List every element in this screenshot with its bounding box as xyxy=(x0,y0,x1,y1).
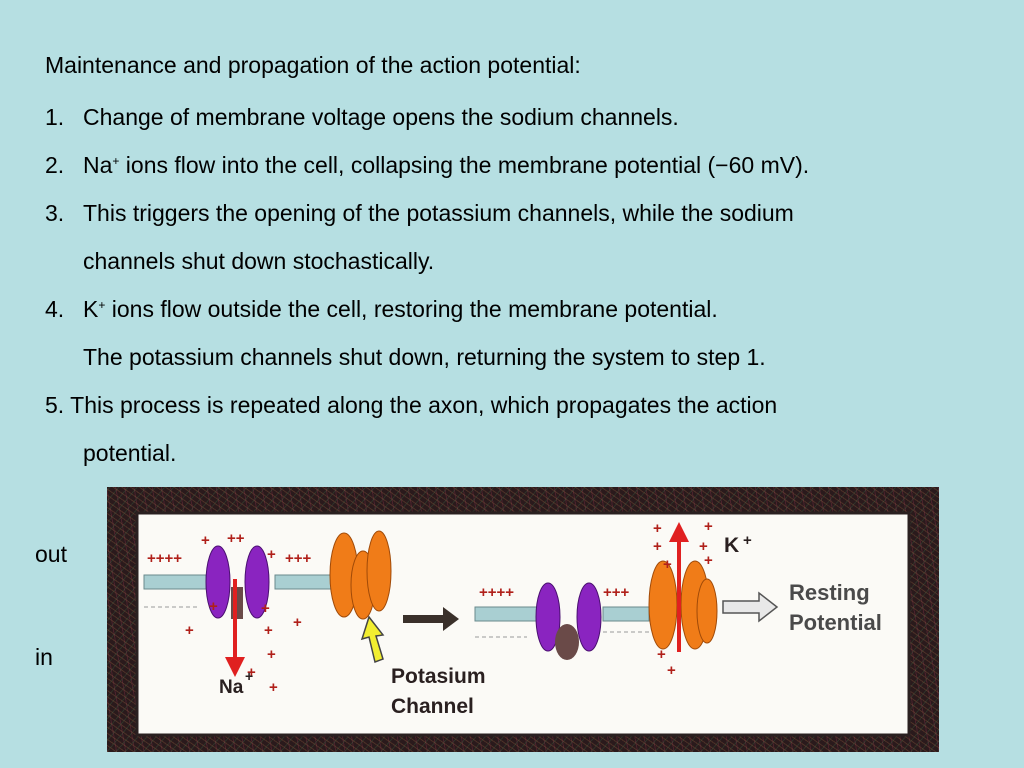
step-4-continued: The potassium channels shut down, return… xyxy=(83,344,766,370)
step-text: This triggers the opening of the potassi… xyxy=(83,200,794,226)
plus-signs: + xyxy=(247,664,256,681)
ion-charge: + xyxy=(98,298,106,312)
plus-signs: +++ xyxy=(285,550,312,567)
action-potential-diagram: ++++ + ++ + +++ + + + + + + + + ++++ +++… xyxy=(107,487,939,752)
diagram-panel xyxy=(135,511,911,737)
step-text: This process is repeated along the axon,… xyxy=(64,392,778,418)
step-text: Change of membrane voltage opens the sod… xyxy=(83,104,679,130)
step-number: 2. xyxy=(45,152,65,178)
sodium-channel-subunit xyxy=(205,545,231,619)
plus-signs: + xyxy=(201,532,210,549)
plus-signs: + xyxy=(653,520,662,537)
membrane-left-b xyxy=(274,574,336,590)
resting-label-line2: Potential xyxy=(789,610,882,635)
step-5-continued: potential. xyxy=(83,440,177,466)
resting-label-line1: Resting xyxy=(789,580,870,605)
diagram-svg: ++++ + ++ + +++ + + + + + + + + ++++ +++… xyxy=(135,511,911,737)
plus-signs: + xyxy=(185,622,194,639)
k-ion-charge: + xyxy=(743,532,752,549)
plus-signs: + xyxy=(704,518,713,535)
step-1: 1. Change of membrane voltage opens the s… xyxy=(45,104,679,131)
membrane-right-a xyxy=(474,606,540,622)
ion-symbol: K xyxy=(83,296,99,322)
transition-arrow xyxy=(403,607,459,631)
na-ion-label: Na xyxy=(219,677,244,698)
plus-signs: + xyxy=(209,598,218,615)
channel-label-line1: Potasium xyxy=(391,665,486,688)
plus-signs: + xyxy=(699,538,708,555)
potassium-channel-subunit xyxy=(696,578,718,644)
plus-signs: + xyxy=(267,646,276,663)
step-4: 4. K+ ions flow outside the cell, restori… xyxy=(45,296,718,323)
plus-signs: + xyxy=(267,546,276,563)
plus-signs: + xyxy=(264,622,273,639)
potassium-channel-subunit xyxy=(366,530,392,612)
membrane-right-b xyxy=(602,606,650,622)
plus-signs: + xyxy=(657,646,666,663)
plus-signs: + xyxy=(261,600,270,617)
step-3: 3. This triggers the opening of the potas… xyxy=(45,200,794,227)
plus-signs: ++++ xyxy=(479,584,514,601)
step-3-continued: channels shut down stochastically. xyxy=(83,248,435,274)
sodium-gate xyxy=(555,624,579,660)
step-text: ions flow into the cell, collapsing the … xyxy=(119,152,810,178)
label-out: out xyxy=(35,541,67,567)
plus-signs: + xyxy=(704,552,713,569)
resting-arrow xyxy=(722,591,779,623)
na-ion-charge: + xyxy=(245,668,253,684)
step-number: 5. xyxy=(45,392,65,418)
step-number: 1. xyxy=(45,104,65,130)
sodium-channel-subunit xyxy=(244,545,270,619)
slide-title: Maintenance and propagation of the actio… xyxy=(45,52,581,78)
membrane-left-a xyxy=(143,574,207,590)
step-text: ions flow outside the cell, restoring th… xyxy=(105,296,718,322)
sodium-channel-subunit xyxy=(535,582,561,652)
pointer-arrow xyxy=(360,615,385,664)
ion-charge: + xyxy=(112,154,120,168)
sodium-channel-subunit xyxy=(576,582,602,652)
plus-signs: + xyxy=(269,679,278,696)
step-number: 4. xyxy=(45,296,65,322)
ion-symbol: Na xyxy=(83,152,113,178)
channel-label-line2: Channel xyxy=(391,695,474,718)
plus-signs: + xyxy=(293,614,302,631)
plus-signs: + xyxy=(663,556,672,573)
plus-signs: + xyxy=(667,662,676,679)
potassium-channel-subunit xyxy=(648,560,678,650)
plus-signs: + xyxy=(653,538,662,555)
plus-signs: ++++ xyxy=(147,550,182,567)
step-5: 5. This process is repeated along the ax… xyxy=(45,392,777,419)
step-2: 2. Na+ ions flow into the cell, collapsin… xyxy=(45,152,809,179)
k-ion-label: K xyxy=(724,534,739,557)
label-in: in xyxy=(35,644,53,670)
step-number: 3. xyxy=(45,200,65,226)
plus-signs: ++ xyxy=(227,530,245,547)
plus-signs: +++ xyxy=(603,584,630,601)
